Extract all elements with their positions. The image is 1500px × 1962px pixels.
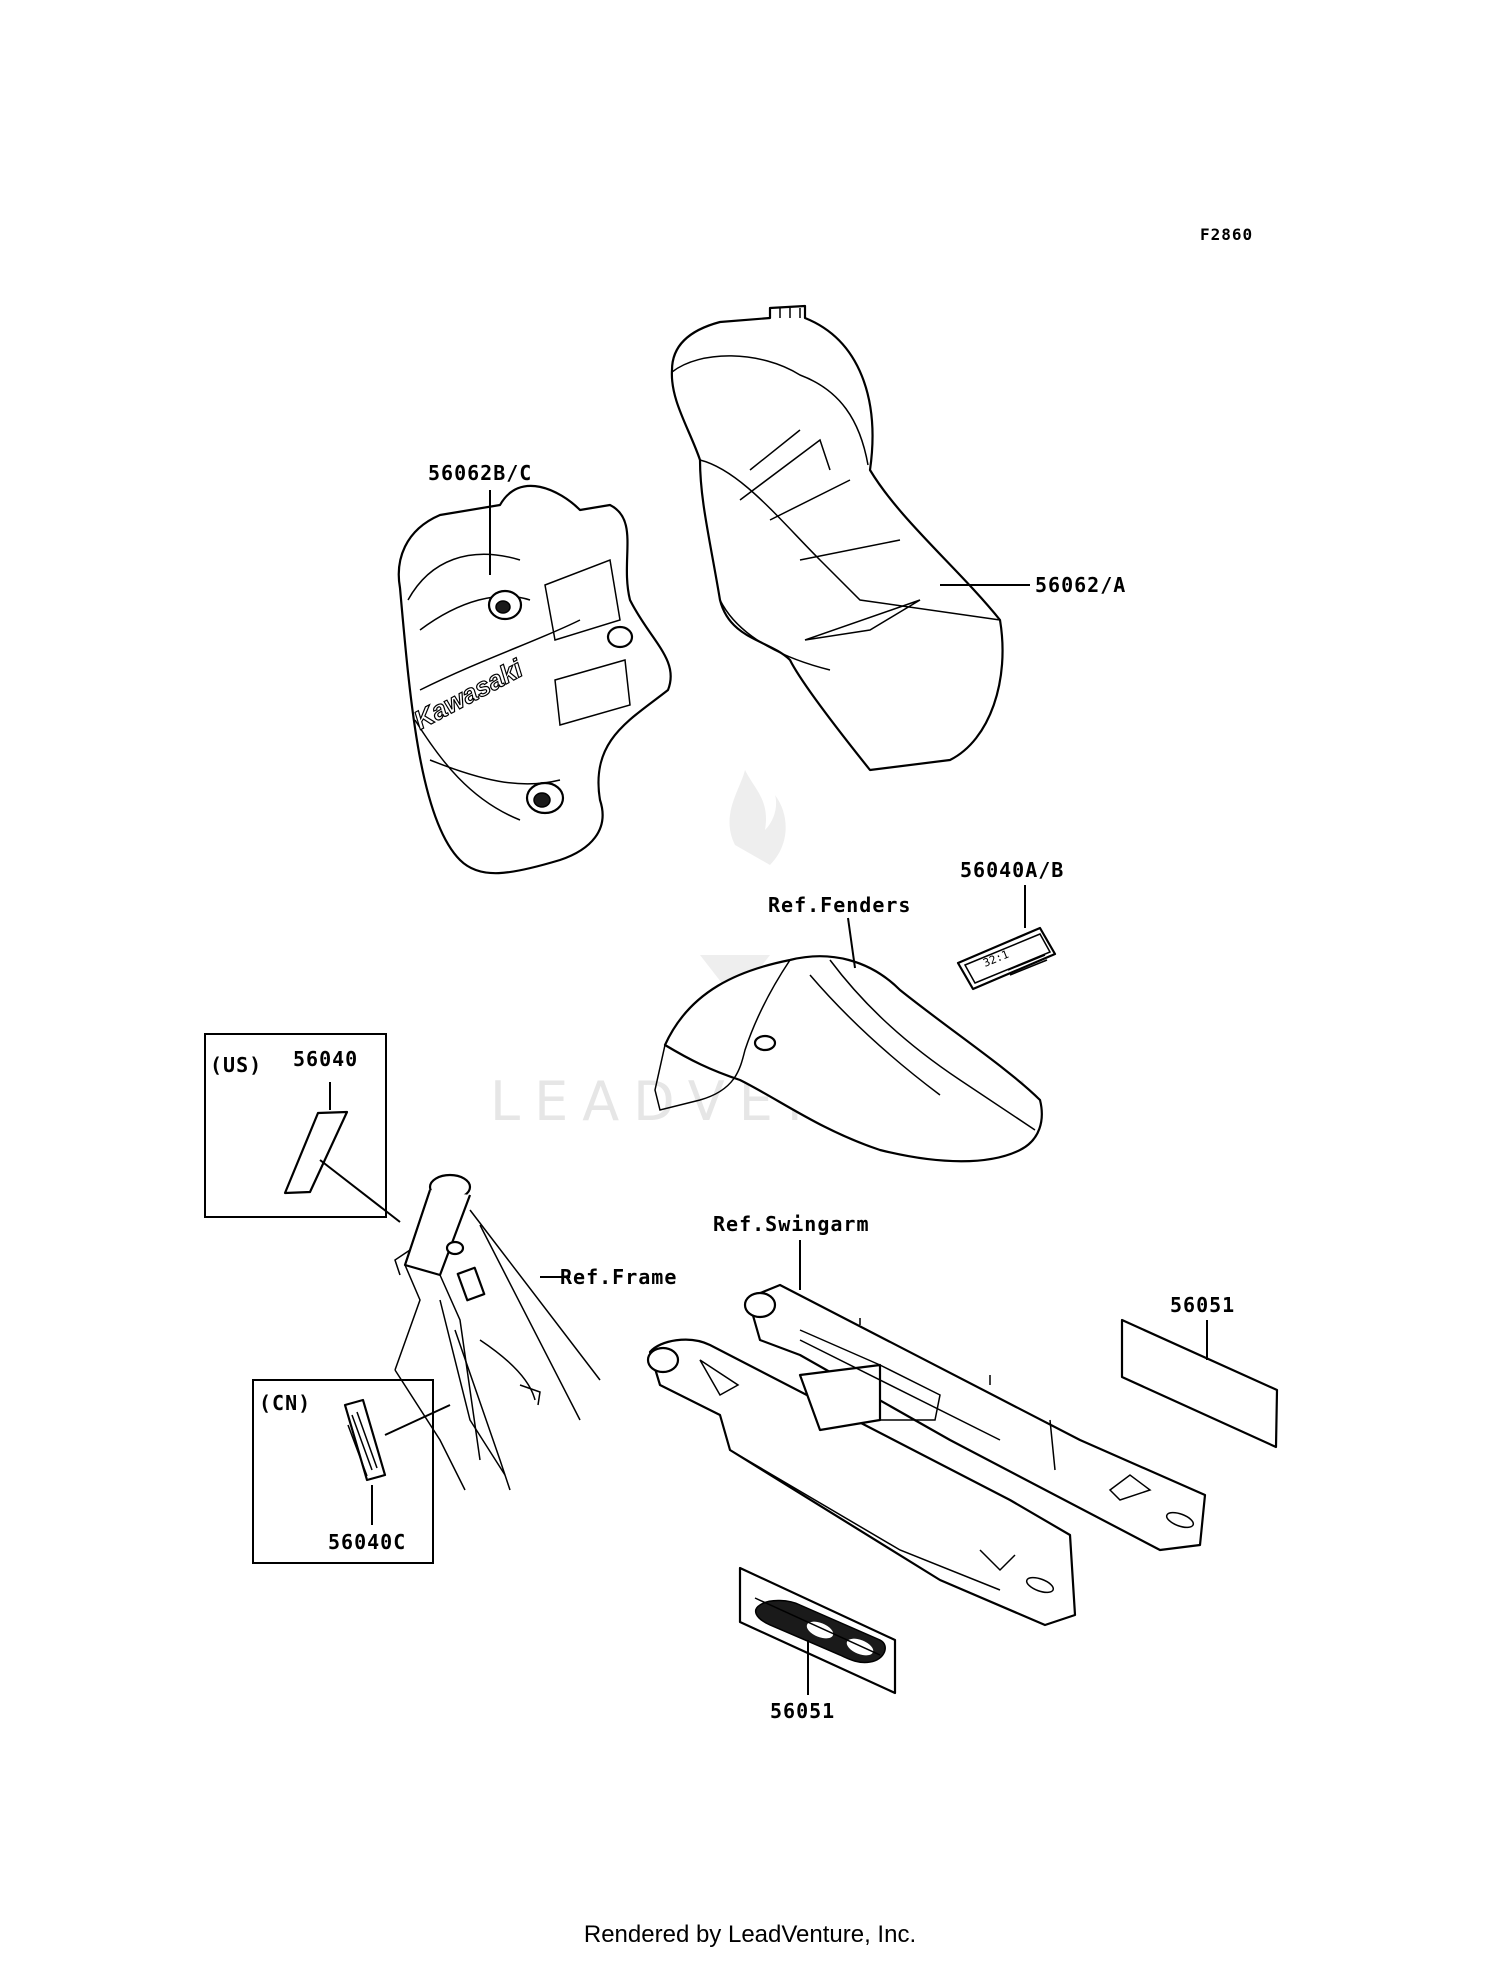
frame[interactable] — [394, 1173, 601, 1491]
label-56040c[interactable]: 56040C — [328, 1530, 406, 1554]
us-label-sticker[interactable] — [283, 1110, 349, 1195]
cn-label-sticker[interactable] — [343, 1398, 387, 1482]
swingarm[interactable] — [646, 1283, 1207, 1627]
tank-decal[interactable] — [670, 304, 1004, 772]
leader-56040c-right — [384, 1404, 451, 1436]
label-56051-right[interactable]: 56051 — [1170, 1293, 1235, 1317]
footer-credit: Rendered by LeadVenture, Inc. — [583, 1921, 917, 1948]
label-56040ab[interactable]: 56040A/B — [960, 858, 1064, 882]
swingarm-logo-decal[interactable] — [738, 1566, 897, 1695]
cn-box — [252, 1379, 434, 1564]
us-box — [204, 1033, 387, 1218]
label-56051-bottom[interactable]: 56051 — [770, 1699, 835, 1723]
label-56040[interactable]: 56040 — [293, 1047, 358, 1071]
label-56062a[interactable]: 56062/A — [1035, 573, 1126, 597]
region-cn: (CN) — [259, 1391, 311, 1415]
rear-fender[interactable] — [654, 955, 1043, 1163]
ref-frame[interactable]: Ref.Frame — [560, 1265, 677, 1289]
label-56062bc[interactable]: 56062B/C — [428, 461, 532, 485]
ref-fenders[interactable]: Ref.Fenders — [768, 893, 911, 917]
figure-id: F2860 — [1200, 225, 1253, 244]
ratio-label[interactable]: 32:1 — [956, 926, 1057, 991]
leader-56040 — [319, 1159, 401, 1223]
region-us: (US) — [210, 1053, 262, 1077]
leader-fenders — [847, 917, 856, 969]
side-cover-decal[interactable]: Kawasaki — [397, 484, 672, 875]
flame-icon — [729, 770, 786, 865]
ref-swingarm[interactable]: Ref.Swingarm — [713, 1212, 870, 1236]
swingarm-decal[interactable] — [1120, 1318, 1279, 1449]
